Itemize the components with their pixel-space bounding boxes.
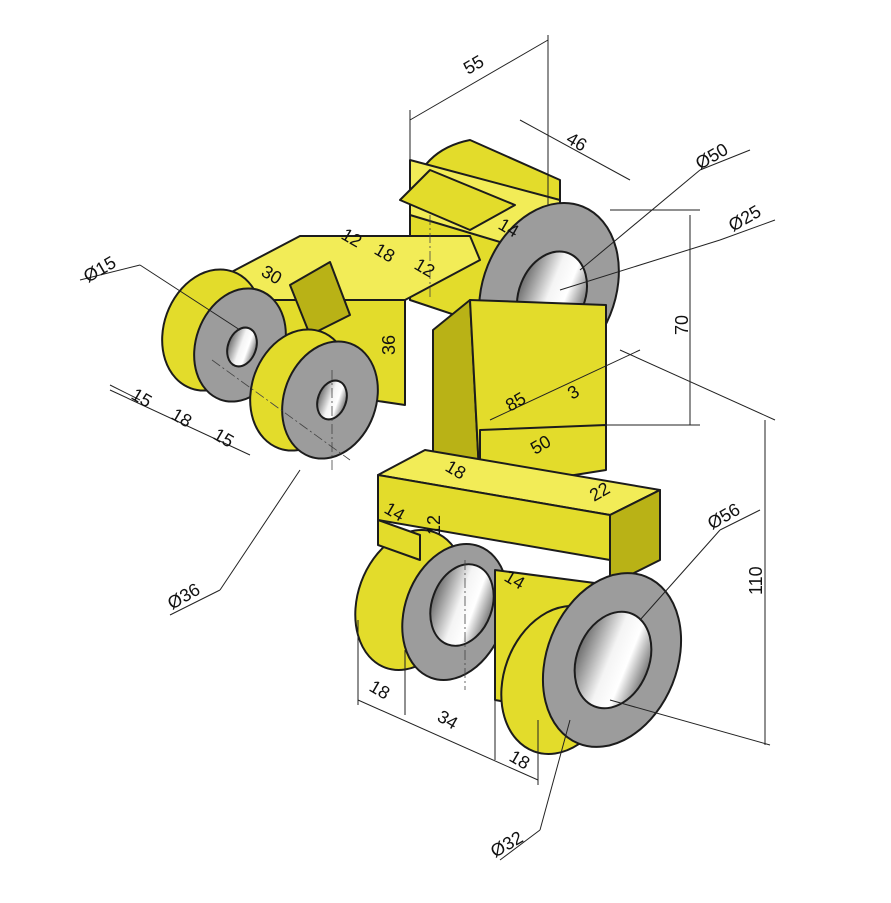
dim-15-a: 15 (128, 384, 155, 411)
dim-36-side: 36 (379, 335, 399, 355)
dim-46: 46 (563, 128, 590, 155)
dim-phi-32: Ø32 (487, 827, 526, 861)
bottom-fork-lug-front (494, 569, 683, 755)
dim-phi-25: Ø25 (725, 201, 764, 235)
left-fork-lug-front (249, 328, 379, 460)
dim-phi-50: Ø50 (692, 139, 731, 173)
dim-phi-15: Ø15 (80, 252, 119, 286)
dim-70: 70 (672, 315, 692, 335)
bottom-fork-lug-back (354, 519, 509, 681)
vertical-web (432, 299, 607, 491)
dim-34: 34 (434, 706, 461, 733)
dim-110: 110 (746, 566, 766, 595)
bottom-block (377, 449, 661, 586)
dimension-lines (79, 35, 776, 861)
dim-12-vert: 12 (424, 515, 444, 535)
bottom-bore (573, 610, 653, 710)
center-lines (211, 215, 466, 690)
dim-18-bot-a: 18 (366, 676, 393, 703)
dim-55: 55 (460, 51, 487, 78)
